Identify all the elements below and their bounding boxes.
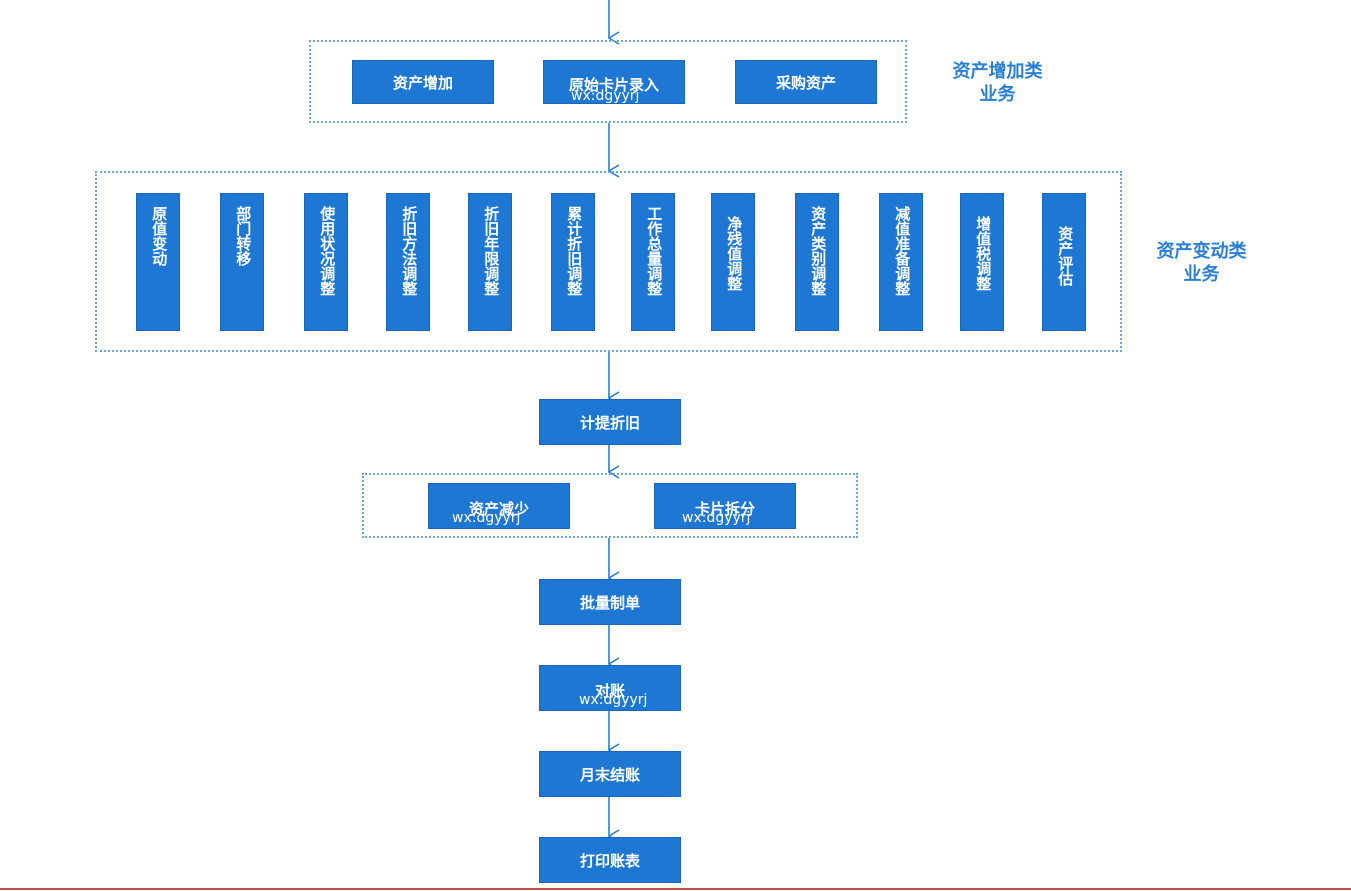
batch-voucher-node[interactable]: 批量制单 (539, 579, 681, 625)
asset-increase-group (309, 40, 907, 123)
change-depreciation-method-node[interactable]: 折旧方法调整 (386, 193, 430, 331)
asset-change-side-label: 资产变动类 业务 (1134, 240, 1269, 286)
side-label-line1: 资产变动类 (1156, 241, 1247, 261)
change-depreciation-years-node[interactable]: 折旧年限调整 (468, 193, 512, 331)
change-asset-evaluation-node[interactable]: 资产评估 (1042, 193, 1086, 331)
reconcile-node[interactable]: 对账 (539, 665, 681, 711)
depreciation-node[interactable]: 计提折旧 (539, 399, 681, 445)
side-label-line1: 资产增加类 (952, 61, 1043, 81)
watermark: wx:dgyyrj (682, 510, 751, 526)
watermark: wx:dgyyrj (571, 88, 640, 104)
asset-increase-node[interactable]: 资产增加 (352, 60, 494, 104)
original-card-entry-node[interactable]: 原始卡片录入 (543, 60, 685, 104)
print-reports-node[interactable]: 打印账表 (539, 837, 681, 883)
change-residual-value-node[interactable]: 净残值调整 (711, 193, 755, 331)
side-label-line2: 业务 (1183, 264, 1220, 284)
card-split-node[interactable]: 卡片拆分 (654, 483, 796, 529)
side-label-line2: 业务 (979, 84, 1016, 104)
change-vat-node[interactable]: 增值税调整 (960, 193, 1004, 331)
asset-decrease-group (362, 473, 858, 538)
change-department-transfer-node[interactable]: 部门转移 (220, 193, 264, 331)
change-asset-category-node[interactable]: 资产类别调整 (795, 193, 839, 331)
asset-change-group (95, 171, 1122, 352)
bottom-divider (0, 888, 1351, 890)
change-original-value-node[interactable]: 原值变动 (136, 193, 180, 331)
change-usage-status-node[interactable]: 使用状况调整 (304, 193, 348, 331)
asset-increase-side-label: 资产增加类 业务 (930, 60, 1065, 106)
asset-decrease-node[interactable]: 资产减少 (428, 483, 570, 529)
change-impairment-node[interactable]: 减值准备调整 (879, 193, 923, 331)
change-accumulated-depreciation-node[interactable]: 累计折旧调整 (551, 193, 595, 331)
change-workload-node[interactable]: 工作总量调整 (631, 193, 675, 331)
month-end-node[interactable]: 月末结账 (539, 751, 681, 797)
watermark: wx:dgyyrj (579, 692, 648, 708)
watermark: wx:dgyyrj (452, 510, 521, 526)
purchase-asset-node[interactable]: 采购资产 (735, 60, 877, 104)
